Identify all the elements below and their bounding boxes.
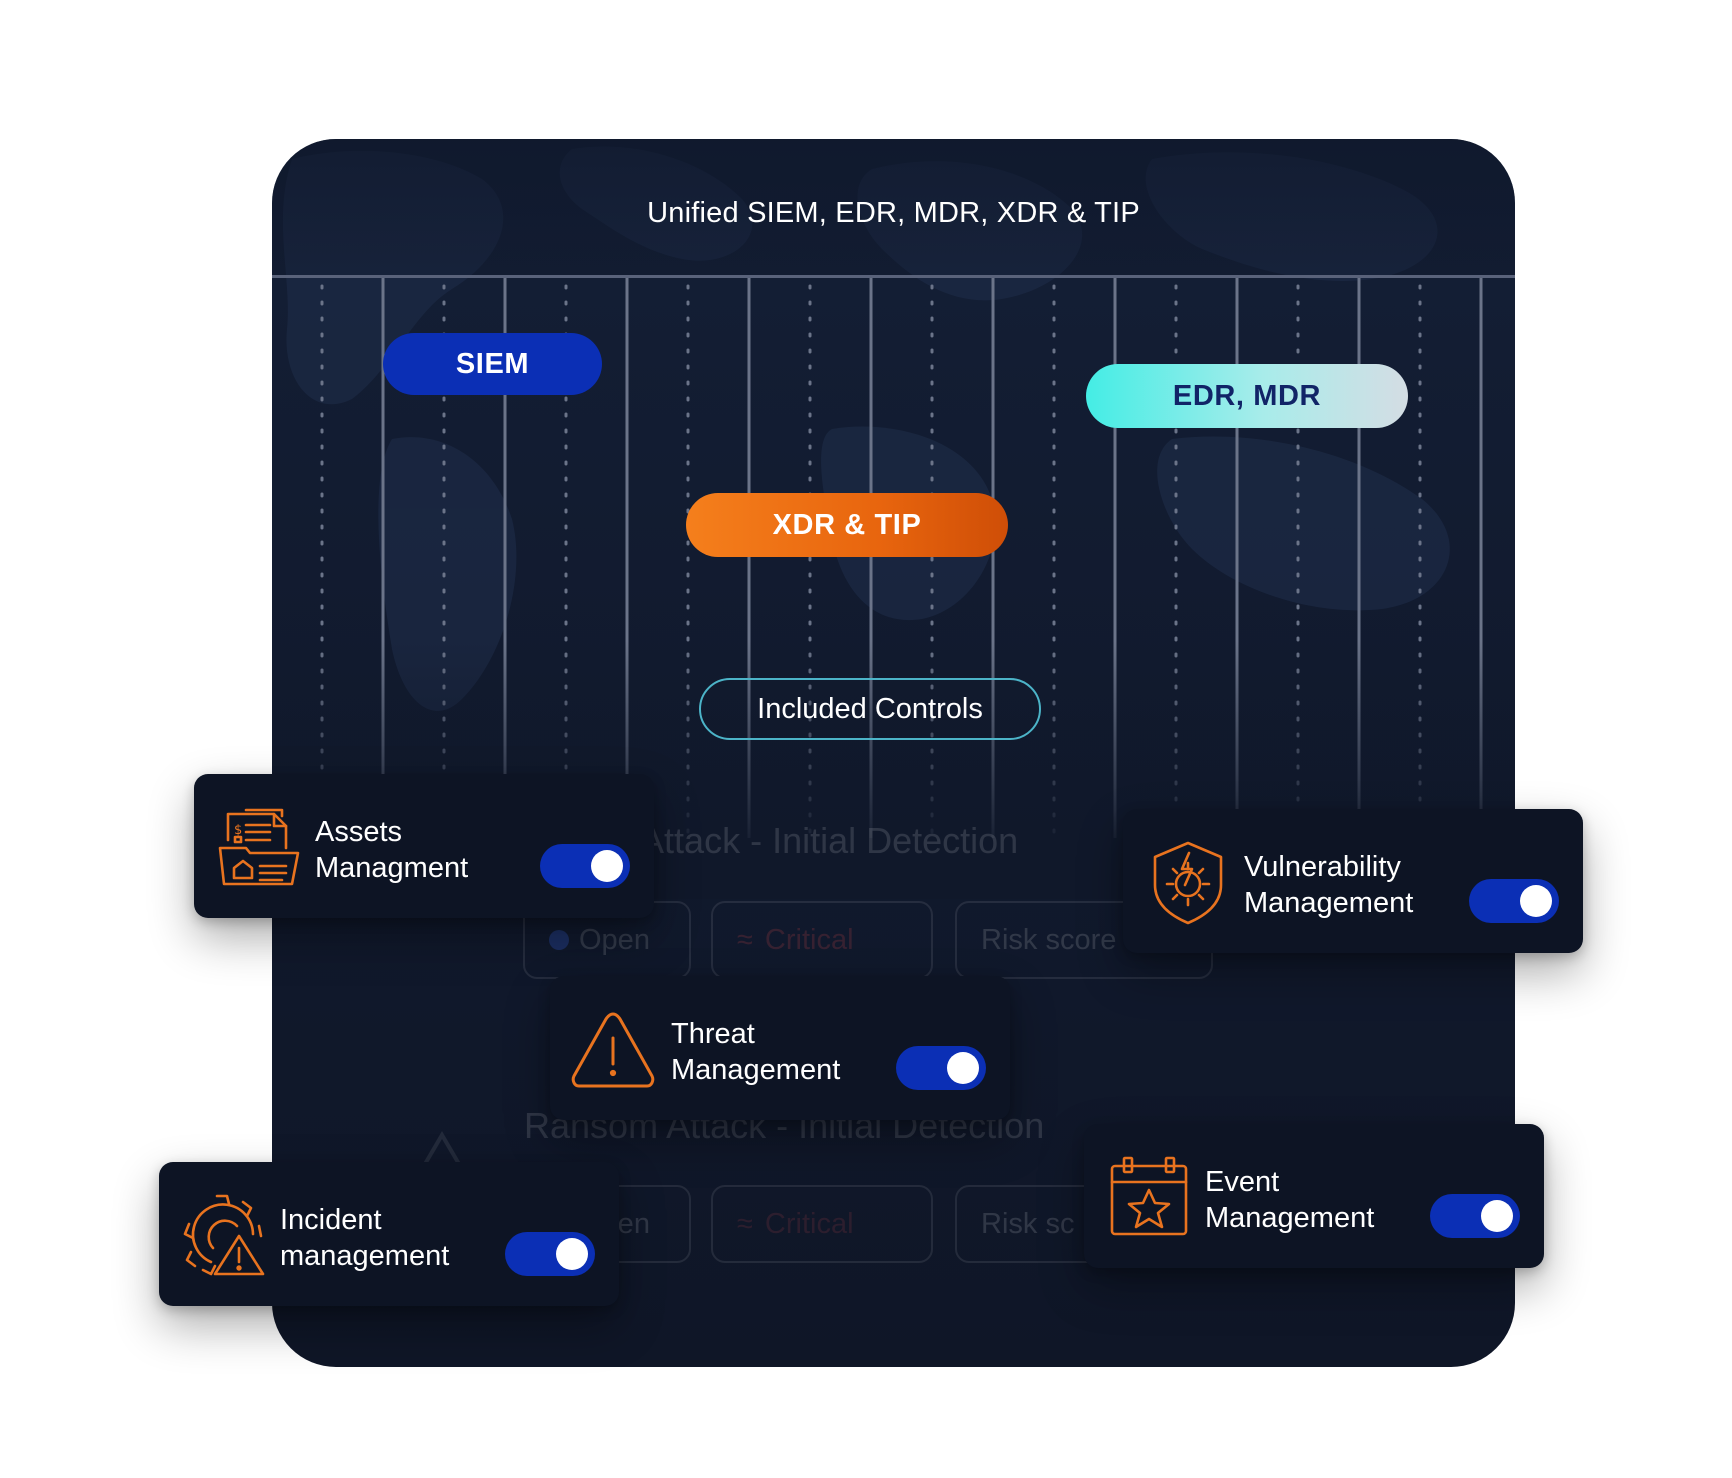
event-label-line1: Event [1205, 1166, 1280, 1198]
event-label-line2: Management [1205, 1202, 1375, 1234]
assets-label-line2: Managment [315, 852, 469, 884]
vulnerability-management-label: Vulnerability Management [1244, 849, 1413, 921]
ghost-chip-risk-label: Risk score [981, 923, 1117, 956]
chevrons-up-icon: ≈ [737, 923, 753, 956]
vulnerability-label-line1: Vulnerability [1244, 851, 1401, 883]
toggle-knob [591, 850, 623, 882]
ghost-chip-risk-label-2: Risk sc [981, 1207, 1075, 1240]
panel-title: Unified SIEM, EDR, MDR, XDR & TIP [647, 197, 1140, 229]
assets-folder-icon: $ [218, 808, 300, 886]
status-dot-icon [549, 930, 569, 950]
assets-management-card: $ Assets Managment [194, 774, 654, 918]
event-management-toggle[interactable] [1430, 1194, 1520, 1238]
siem-pill[interactable]: SIEM [383, 333, 602, 395]
chevrons-up-icon-2: ≈ [737, 1207, 753, 1240]
threat-management-toggle[interactable] [896, 1046, 986, 1090]
assets-label-line1: Assets [315, 816, 403, 848]
toggle-knob [1520, 885, 1552, 917]
ghost-chip-critical: ≈ Critical [711, 901, 933, 979]
included-controls-button[interactable]: Included Controls [699, 678, 1041, 740]
gear-warning-icon [183, 1194, 265, 1276]
header-divider [272, 275, 1515, 278]
calendar-star-icon [1110, 1156, 1188, 1236]
ghost-chip-open-label: Open [579, 923, 650, 956]
xdr-tip-pill[interactable]: XDR & TIP [686, 493, 1008, 557]
vulnerability-management-toggle[interactable] [1469, 879, 1559, 923]
incident-management-card: Incident management [159, 1162, 619, 1306]
ghost-alert-title: n Attack - Initial Detection [612, 820, 1019, 861]
ghost-chip-critical-label-2: Critical [764, 1207, 854, 1240]
incident-label-line1: Incident [280, 1204, 382, 1236]
assets-management-toggle[interactable] [540, 844, 630, 888]
vulnerability-label-line2: Management [1244, 887, 1414, 919]
threat-label-line2: Management [671, 1054, 841, 1086]
threat-label-line1: Threat [671, 1018, 755, 1050]
event-management-card: Event Management [1084, 1124, 1544, 1268]
threat-management-label: Threat Management [671, 1016, 840, 1088]
ghost-chip-critical-label: Critical [764, 923, 854, 956]
incident-label-line2: management [280, 1240, 450, 1272]
event-management-label: Event Management [1205, 1164, 1374, 1236]
toggle-knob [947, 1052, 979, 1084]
shield-gear-icon [1153, 841, 1223, 925]
threat-management-card: Threat Management [550, 976, 1010, 1120]
ghost-chip-critical-2: ≈ Critical [711, 1185, 933, 1263]
toggle-knob [1481, 1200, 1513, 1232]
header-band [272, 139, 1515, 276]
edr-mdr-pill[interactable]: EDR, MDR [1086, 364, 1408, 428]
toggle-knob [556, 1238, 588, 1270]
warning-triangle-icon [571, 1012, 655, 1088]
vulnerability-management-card: Vulnerability Management [1123, 809, 1583, 953]
assets-management-label: Assets Managment [315, 814, 468, 886]
incident-management-label: Incident management [280, 1202, 449, 1274]
incident-management-toggle[interactable] [505, 1232, 595, 1276]
svg-text:$: $ [234, 823, 242, 838]
